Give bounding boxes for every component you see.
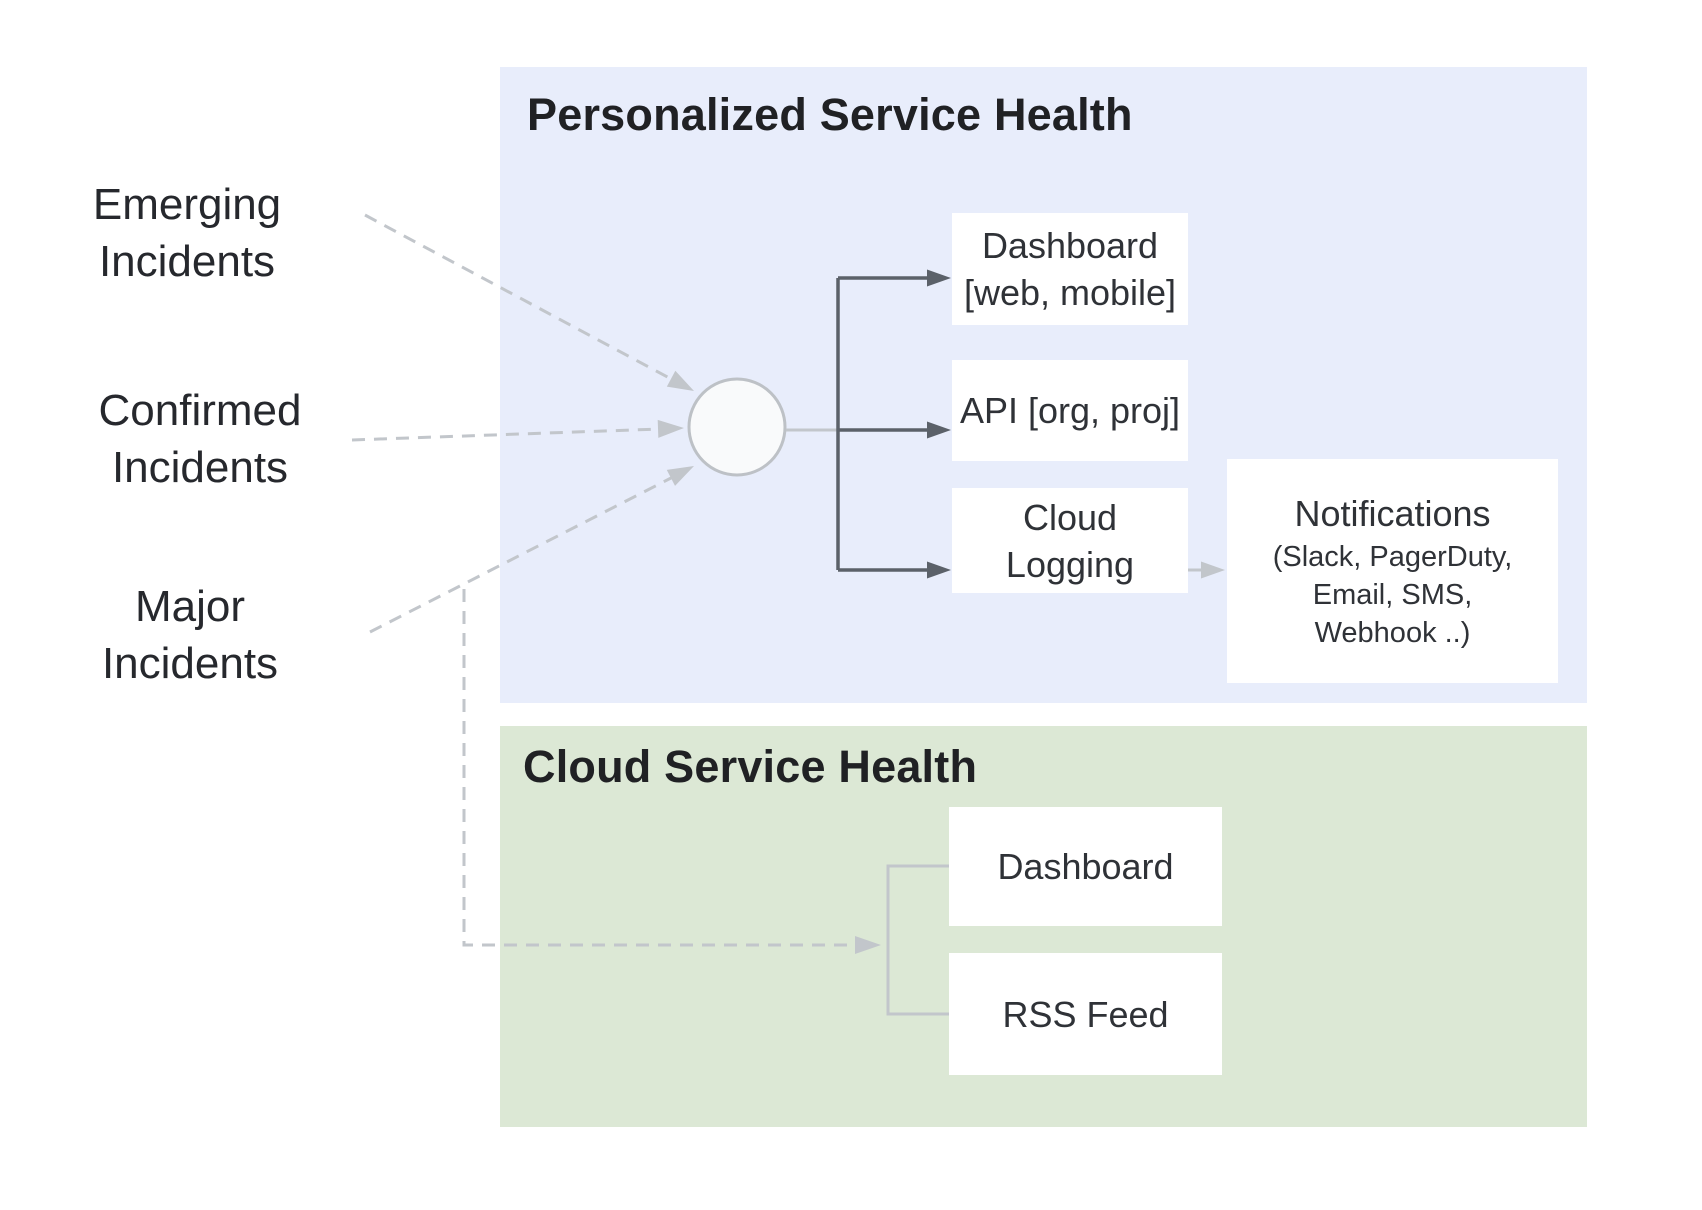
source-label-emerging-incidents: Emerging Incidents — [22, 176, 352, 290]
source-label-major-incidents: Major Incidents — [25, 578, 355, 692]
source-label-line: Major — [134, 582, 246, 631]
source-label-line: Incidents — [111, 443, 289, 492]
box-label: Logging — [1005, 543, 1135, 585]
source-label-line: Incidents — [101, 639, 279, 688]
box-rss-feed: RSS Feed — [949, 953, 1222, 1075]
box-label: RSS Feed — [1002, 993, 1169, 1035]
box-dashboard-web-mobile: Dashboard [web, mobile] — [952, 213, 1188, 325]
box-cloud-dashboard: Dashboard — [949, 807, 1222, 926]
personalized-panel-title: Personalized Service Health — [527, 89, 1133, 140]
box-sublabel: (Slack, PagerDuty, — [1272, 541, 1513, 573]
source-label-confirmed-incidents: Confirmed Incidents — [35, 382, 365, 496]
box-label: API [org, proj] — [959, 390, 1181, 431]
cloud-panel-title: Cloud Service Health — [523, 741, 978, 792]
box-label: Dashboard — [997, 846, 1174, 887]
box-sublabel: Webhook ..) — [1314, 617, 1471, 649]
box-label: Notifications — [1294, 493, 1491, 534]
box-label: Dashboard — [981, 225, 1159, 266]
box-api-org-proj: API [org, proj] — [952, 360, 1188, 461]
box-cloud-logging: Cloud Logging — [952, 488, 1188, 593]
source-label-line: Incidents — [98, 237, 276, 286]
source-label-line: Emerging — [92, 180, 282, 229]
source-label-line: Confirmed — [98, 386, 302, 435]
box-sublabel: Email, SMS, — [1312, 579, 1473, 611]
box-label: [web, mobile] — [963, 272, 1177, 313]
box-notifications: Notifications (Slack, PagerDuty, Email, … — [1227, 459, 1558, 683]
box-label: Cloud — [1022, 496, 1118, 538]
